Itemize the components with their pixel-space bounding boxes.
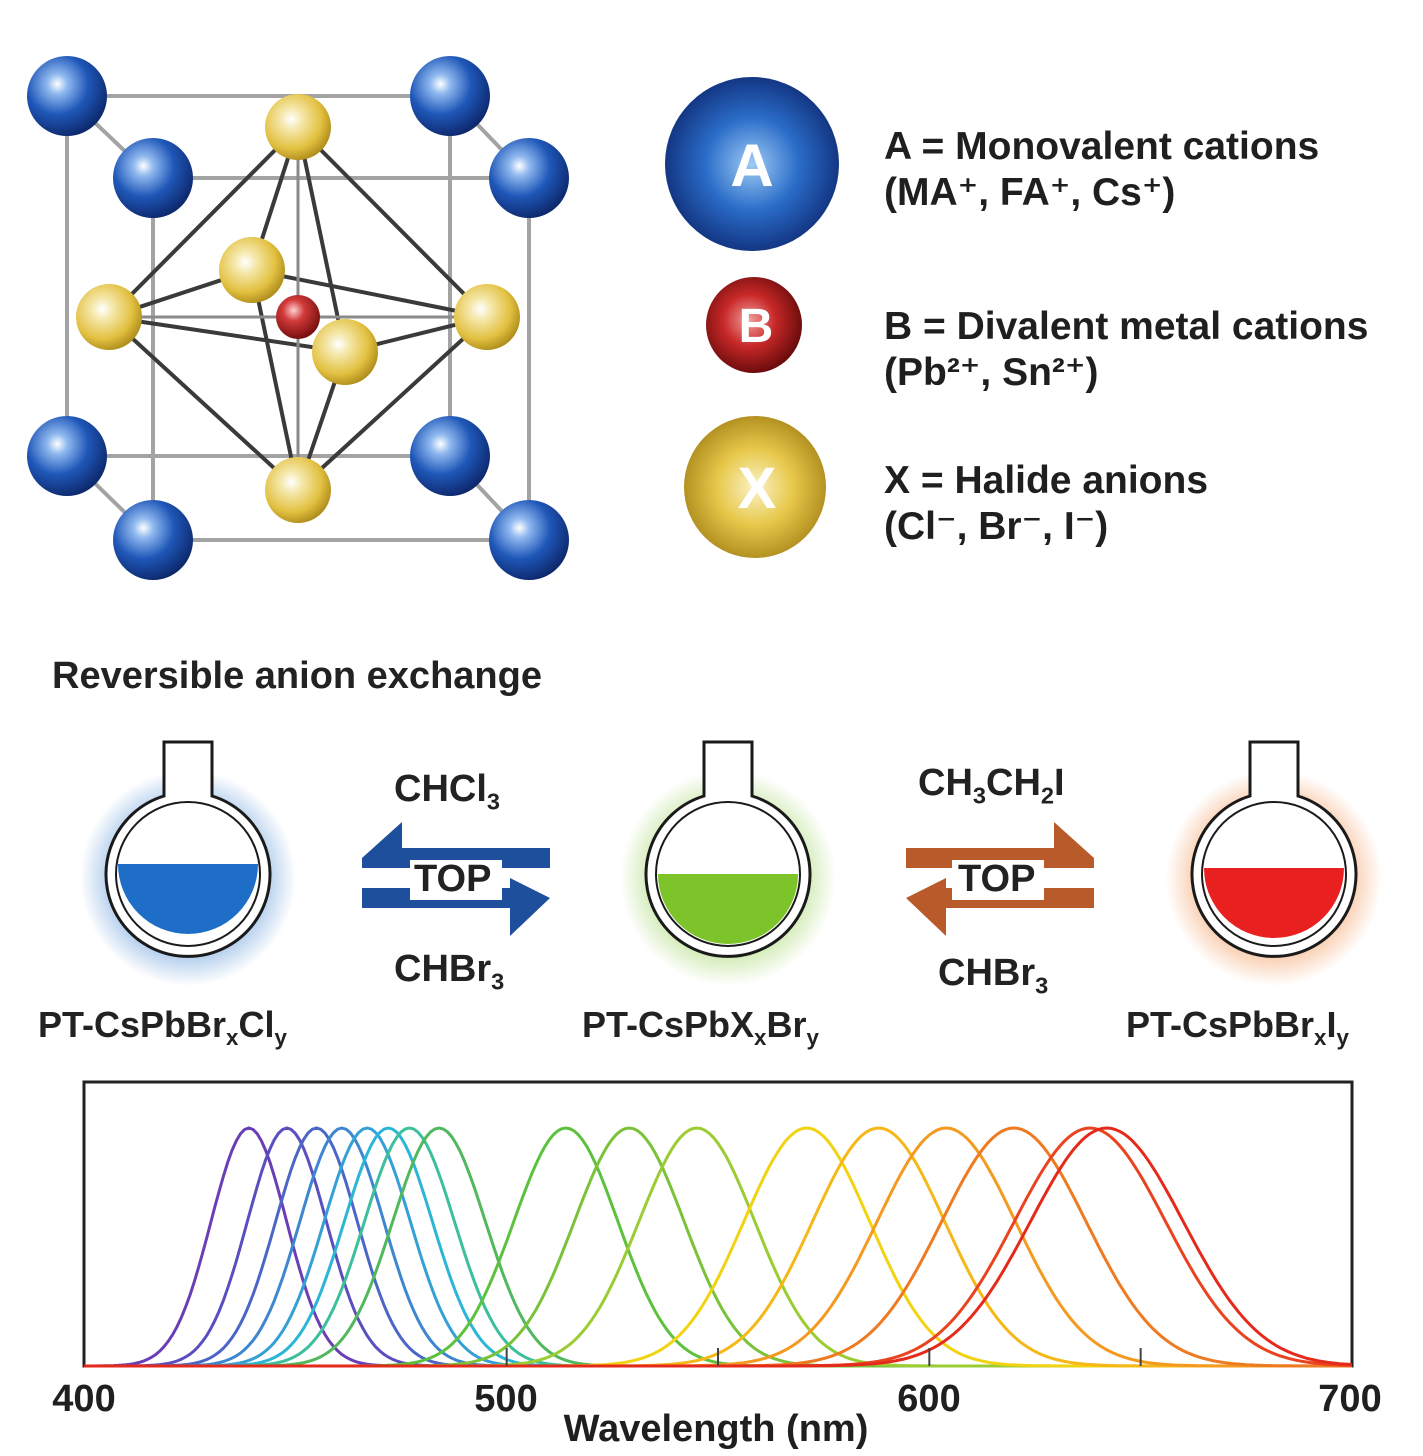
spectrum-line (84, 1126, 1352, 1368)
octahedron-bonds (107, 125, 489, 492)
spectrum-line (84, 1126, 1352, 1368)
x-tick-label: 600 (897, 1378, 961, 1420)
spectrum-line (84, 1126, 1352, 1368)
spectrum-line (84, 1126, 1352, 1368)
reagent-ethyl-iodide: CH3CH2I (918, 762, 1065, 809)
spectrum-line (84, 1126, 1352, 1368)
a-atom (113, 138, 193, 218)
anion-exchange-scheme (80, 740, 1382, 986)
flask-label-iodide: PT-CsPbBrxIy (1126, 1004, 1349, 1051)
spectrum-line (84, 1126, 1352, 1368)
reagent-chbr3-right: CHBr3 (938, 952, 1049, 999)
legend-letter-b: B (739, 300, 774, 353)
flask-chloride (80, 740, 296, 986)
legend-a-line2: (MA⁺, FA⁺, Cs⁺) (884, 171, 1176, 214)
x-tick-label: 700 (1318, 1378, 1382, 1420)
flask-iodide-liquid (1204, 868, 1344, 938)
a-atom (27, 416, 107, 496)
x-atom (312, 319, 378, 385)
left-equilibrium-arrows (362, 822, 550, 936)
reagent-top-right: TOP (958, 858, 1036, 900)
legend-ball-x: X (684, 416, 826, 558)
legend-x-line2: (Cl⁻, Br⁻, I⁻) (884, 505, 1109, 548)
legend-a-line1: A = Monovalent cations (884, 125, 1320, 168)
tick-layer (505, 1348, 1142, 1366)
b-atom (276, 295, 320, 339)
legend-b-line2: (Pb²⁺, Sn²⁺) (884, 351, 1099, 394)
a-atom (113, 500, 193, 580)
spectrum-line (84, 1126, 1352, 1368)
spectrum-line (84, 1126, 1352, 1368)
spectrum-line (84, 1126, 1352, 1368)
spectrum-line (84, 1126, 1353, 1368)
x-axis-title: Wavelength (nm) (563, 1408, 869, 1450)
legend-letter-a: A (730, 132, 773, 199)
spectrum-line (84, 1126, 1352, 1368)
spectrum-line (84, 1126, 1352, 1368)
reagent-top-left: TOP (414, 858, 492, 900)
a-atom (410, 416, 490, 496)
perovskite-lattice (27, 56, 569, 580)
a-atom (489, 500, 569, 580)
pl-spectra-chart (82, 1080, 1354, 1368)
flask-mixed-liquid (658, 874, 798, 944)
reagent-chbr3-left: CHBr3 (394, 948, 505, 995)
x-atom (265, 94, 331, 160)
x-site-atoms (76, 94, 520, 523)
flask-label-mixed: PT-CsPbXxBry (582, 1004, 819, 1051)
series-layer (84, 1126, 1353, 1368)
legend-x-text: X = Halide anions (Cl⁻, Br⁻, I⁻) (884, 458, 1208, 550)
x-atom (265, 457, 331, 523)
flask-chloride-liquid (118, 864, 258, 934)
spectrum-line (84, 1126, 1352, 1368)
spectrum-line (84, 1126, 1353, 1368)
x-atom (454, 284, 520, 350)
reagent-chcl3: CHCl3 (394, 768, 500, 815)
legend-b-line1: B = Divalent metal cations (884, 305, 1369, 348)
a-atom (410, 56, 490, 136)
x-tick-label: 400 (52, 1378, 116, 1420)
legend-a-text: A = Monovalent cations (MA⁺, FA⁺, Cs⁺) (884, 124, 1319, 216)
spectrum-line (84, 1126, 1352, 1368)
scheme-title: Reversible anion exchange (52, 655, 542, 697)
flask-mixed (620, 740, 836, 986)
legend-letter-x: X (738, 456, 777, 521)
a-site-atoms (27, 56, 569, 580)
x-tick-label: 500 (474, 1378, 538, 1420)
legend-ball-b: B (706, 277, 802, 373)
flask-iodide (1166, 740, 1382, 986)
x-atom (219, 237, 285, 303)
spectrum-line (84, 1126, 1352, 1368)
spectrum-line (84, 1126, 1352, 1368)
x-atom (76, 284, 142, 350)
a-atom (489, 138, 569, 218)
legend-ball-a: A (665, 77, 839, 251)
legend-x-line1: X = Halide anions (884, 459, 1209, 502)
legend-b-text: B = Divalent metal cations (Pb²⁺, Sn²⁺) (884, 304, 1368, 396)
a-atom (27, 56, 107, 136)
flask-label-chloride: PT-CsPbBrxCly (38, 1004, 287, 1051)
